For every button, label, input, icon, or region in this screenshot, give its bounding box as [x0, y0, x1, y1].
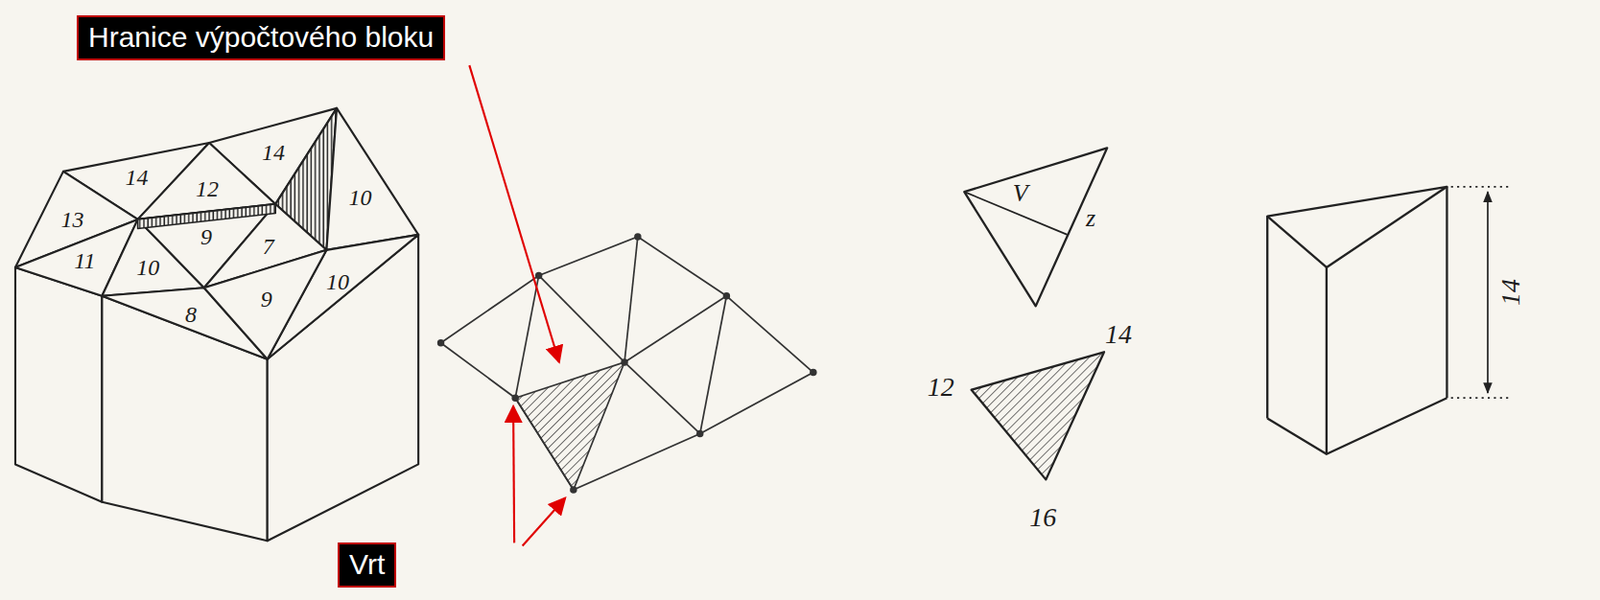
block-value: 14	[261, 141, 285, 165]
vertex-value: 16	[1029, 504, 1057, 532]
leader-arrow	[469, 65, 560, 363]
dimension-extension	[1451, 397, 1509, 400]
callout-leaders	[469, 65, 565, 546]
vertex-value: 12	[927, 374, 955, 401]
block-value: 10	[326, 270, 350, 294]
dimension-letter: z	[1085, 206, 1096, 232]
vertex-value: 14	[1105, 321, 1132, 349]
prism-3d	[1267, 187, 1508, 455]
network-line	[515, 275, 539, 399]
prism-bottom	[1267, 398, 1447, 455]
block-value: 10	[349, 186, 373, 210]
callout-box: Hranice výpočtového bloku	[76, 15, 446, 61]
triangle-outline	[964, 147, 1107, 306]
calculation-block	[515, 362, 625, 491]
network-line	[624, 296, 727, 363]
prism-top	[1267, 187, 1447, 268]
network-line	[624, 362, 701, 435]
leader-arrow	[522, 498, 566, 547]
block-value: 9	[260, 287, 273, 311]
prism-edge	[1445, 187, 1448, 399]
dimension-letter: V	[1012, 181, 1029, 207]
block-value: 11	[73, 249, 95, 273]
hatched-triangle	[971, 352, 1105, 480]
block-value: 12	[195, 177, 219, 201]
dimension-line	[1486, 191, 1489, 394]
block-value: 13	[61, 208, 85, 232]
prism-model	[15, 108, 419, 542]
front-face	[15, 267, 102, 503]
network-line	[624, 236, 638, 363]
top-triangle	[326, 108, 419, 251]
prism-edge	[1325, 267, 1328, 455]
callout-box: Vrt	[337, 542, 397, 589]
block-value: 8	[185, 303, 197, 327]
prism-edge	[1266, 216, 1269, 420]
network-line	[441, 236, 814, 491]
network-line	[539, 275, 625, 362]
callout-text: Hranice výpočtového bloku	[88, 21, 434, 53]
block-value: 9	[200, 225, 212, 249]
borehole-network	[437, 233, 818, 494]
borehole-dots	[437, 233, 818, 494]
leader-arrow	[513, 406, 515, 544]
dimension-extension	[1451, 186, 1509, 189]
block-value: 14	[125, 165, 149, 189]
top-triangle	[204, 250, 328, 360]
dimension-value: 14	[1497, 279, 1525, 306]
block-value: 10	[136, 256, 160, 280]
network-line	[700, 296, 728, 435]
block-value: 7	[262, 235, 275, 259]
triangle-sketches	[964, 147, 1107, 480]
callout-text: Vrt	[349, 548, 385, 581]
